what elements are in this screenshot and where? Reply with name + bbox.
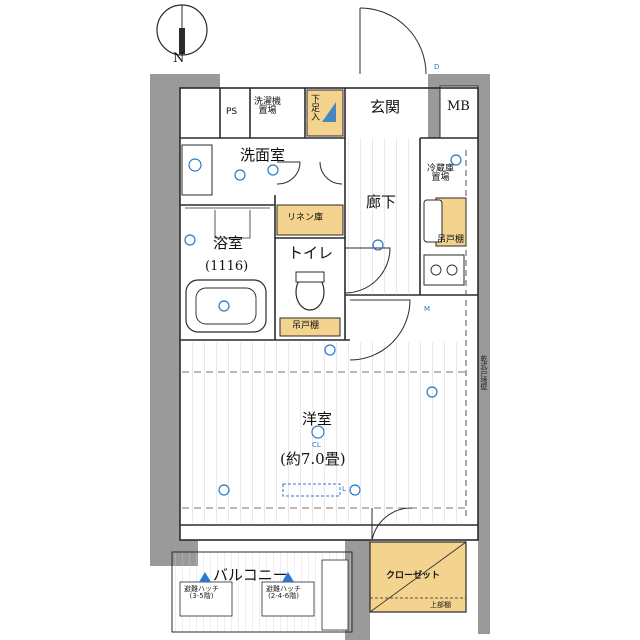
shoe-line3: 入 bbox=[311, 113, 321, 123]
doors bbox=[276, 7, 427, 541]
mb-label: MB bbox=[447, 99, 470, 114]
ac-unit bbox=[282, 483, 341, 497]
ps-label: PS bbox=[226, 107, 238, 117]
hatch2-line2: (2-4-6階) bbox=[268, 592, 299, 600]
western-room-label: 洋室 bbox=[302, 410, 333, 428]
ceiling-light-label: CL bbox=[312, 441, 321, 449]
mb-box bbox=[439, 85, 479, 139]
kitchen-cabinet-label: 吊戸棚 bbox=[437, 235, 465, 245]
l-marker: L bbox=[342, 485, 346, 493]
stove bbox=[423, 254, 465, 286]
hallway-floor bbox=[345, 138, 420, 295]
washer-line2: 置場 bbox=[258, 106, 277, 116]
bath-size-label: (1116) bbox=[205, 259, 249, 274]
entrance-label: 玄関 bbox=[370, 98, 401, 116]
hallway-label: 廊下 bbox=[366, 193, 397, 211]
hatch1-line1: 避難ハッチ bbox=[184, 585, 219, 593]
closet-label: クローゼット bbox=[386, 571, 441, 581]
hatch2-label: 避難ハッチ (2-4-6階) bbox=[266, 586, 301, 600]
western-size-label: (約7.0畳) bbox=[280, 450, 346, 468]
shoe-cabinet-label: 下 足 入 bbox=[311, 96, 320, 123]
fridge-line1: 冷蔵庫 bbox=[427, 164, 455, 174]
shoe-line1: 下 bbox=[311, 95, 321, 105]
toilet-label: トイレ bbox=[288, 244, 334, 262]
toilet-cabinet bbox=[279, 317, 341, 337]
closet-shelf bbox=[369, 597, 467, 613]
hatch2-line1: 避難ハッチ bbox=[266, 585, 301, 593]
north-label: N bbox=[173, 51, 185, 66]
shoe-line2: 足 bbox=[311, 104, 321, 114]
shoe-cabinet bbox=[306, 89, 344, 137]
kitchen-sink bbox=[423, 199, 443, 243]
toilet-cabinet-label: 吊戸棚 bbox=[292, 321, 320, 331]
linen-label: リネン庫 bbox=[287, 213, 324, 223]
dry-wall-label: 乾式戸境壁 bbox=[480, 355, 488, 390]
compass-icon bbox=[156, 4, 208, 56]
washbasin bbox=[181, 144, 213, 196]
bathtub bbox=[185, 279, 267, 333]
m-marker: M bbox=[424, 305, 431, 313]
hatch-1 bbox=[179, 581, 233, 617]
door-marker: D bbox=[434, 63, 440, 71]
washroom-label: 洗面室 bbox=[240, 146, 286, 164]
fridge-line2: 置場 bbox=[431, 173, 450, 183]
bath-label: 浴室 bbox=[213, 234, 244, 252]
linen-cabinet bbox=[276, 204, 344, 236]
upper-shelf-label: 上部棚 bbox=[430, 601, 451, 609]
washer-label: 洗濯機 置場 bbox=[254, 98, 281, 116]
balcony-label: バルコニー bbox=[213, 566, 288, 584]
hatch1-line2: (3-5階) bbox=[189, 592, 214, 600]
hatch1-label: 避難ハッチ (3-5階) bbox=[184, 586, 219, 600]
washer-line1: 洗濯機 bbox=[254, 97, 282, 107]
light-symbols bbox=[184, 154, 462, 496]
fridge-label: 冷蔵庫 置場 bbox=[427, 165, 454, 183]
